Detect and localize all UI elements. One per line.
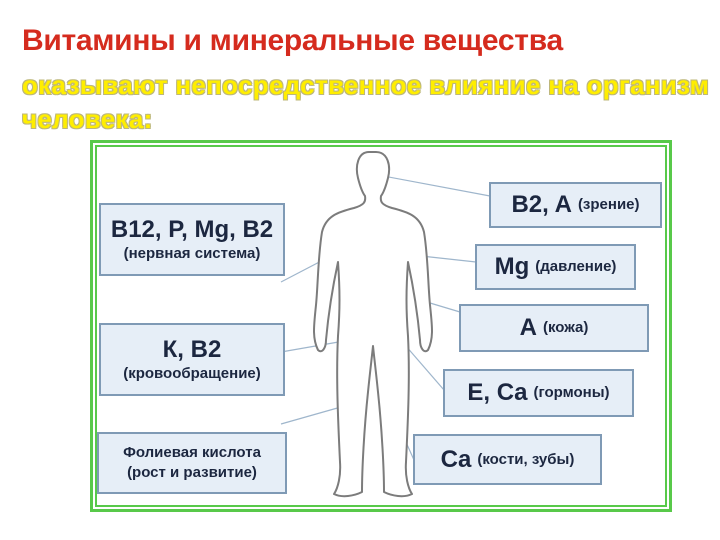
line-vision (377, 174, 491, 197)
line-growth (280, 404, 349, 425)
nerve-function: (нервная система) (123, 244, 261, 262)
nerve-nutrients: B12, P, Mg, B2 (110, 215, 274, 243)
box-growth-development: Фолиевая кислота (рост и развитие) (97, 432, 287, 494)
growth-line1: Фолиевая кислота (123, 444, 261, 461)
hormones-nutrients: E, Ca (467, 379, 528, 406)
box-hormones: E, Ca (гормоны) (443, 369, 634, 417)
slide-subtitle: оказывают непосредственное влияние на ор… (22, 70, 710, 134)
vision-nutrients: B2, A (511, 191, 572, 218)
box-skin: А (кожа) (459, 304, 649, 352)
vision-function: (зрение) (577, 196, 640, 213)
hormones-function: (гормоны) (533, 384, 610, 401)
body-outline (313, 151, 433, 498)
box-bones-teeth: Ca (кости, зубы) (413, 434, 602, 485)
box-vision: B2, A (зрение) (489, 182, 662, 228)
growth-line2: (рост и развитие) (127, 464, 257, 481)
skin-nutrients: А (519, 314, 537, 341)
bones-nutrients: Ca (440, 445, 472, 473)
blood-function: (кровообращение) (123, 364, 261, 382)
blood-nutrients: К, В2 (162, 335, 222, 363)
box-nervous-system: B12, P, Mg, B2 (нервная система) (99, 203, 285, 276)
slide-title: Витамины и минеральные вещества (22, 24, 563, 57)
pressure-function: (давление) (535, 258, 617, 275)
box-blood-circulation: К, В2 (кровообращение) (99, 323, 285, 396)
bones-function: (кости, зубы) (477, 450, 575, 468)
pressure-nutrients: Mg (494, 253, 530, 280)
skin-function: (кожа) (542, 319, 589, 336)
box-pressure: Mg (давление) (475, 244, 636, 290)
line-hormones (404, 344, 445, 391)
diagram-frame (90, 140, 672, 512)
